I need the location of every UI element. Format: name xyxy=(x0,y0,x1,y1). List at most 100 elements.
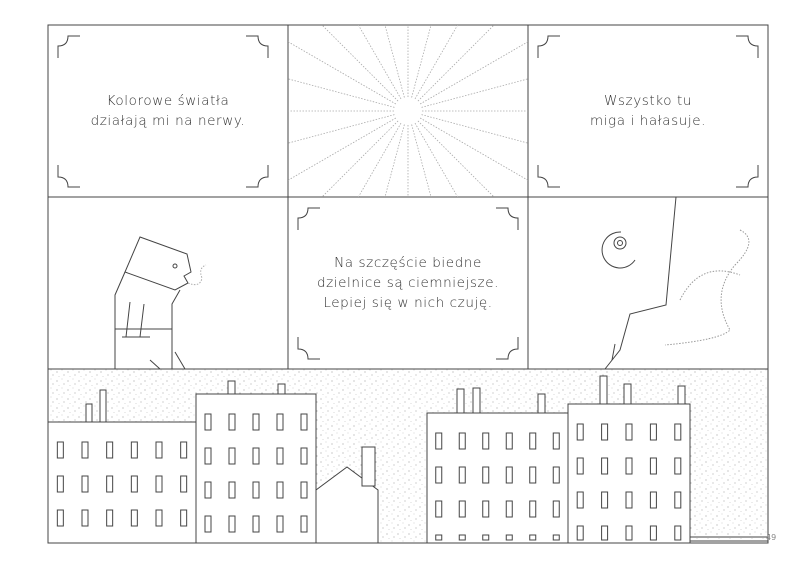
window xyxy=(228,515,236,533)
sun-ray xyxy=(321,120,399,197)
caption-line: dzielnice są ciemniejsze. xyxy=(316,275,500,291)
frame-corner-ornament xyxy=(537,35,561,59)
caption-panel-3: Wszystko tu miga i hałasuje. xyxy=(528,91,768,131)
chimney xyxy=(456,388,465,414)
sun-ray xyxy=(421,78,528,108)
window xyxy=(106,441,114,459)
window xyxy=(482,432,490,450)
window xyxy=(529,534,537,541)
frame-corner-ornament xyxy=(245,35,269,59)
window xyxy=(56,509,64,527)
sun-ray xyxy=(321,25,399,102)
caption-line: działają mi na nerwy. xyxy=(90,113,246,129)
window xyxy=(674,457,682,475)
caption-line: Lepiej się w nich czuję. xyxy=(323,295,493,311)
chimney xyxy=(277,383,286,395)
window xyxy=(552,534,560,541)
window xyxy=(252,413,260,431)
window xyxy=(300,447,308,465)
window xyxy=(435,500,443,518)
chimney xyxy=(227,380,236,395)
caption-panel-1: Kolorowe światła działają mi na nerwy. xyxy=(48,91,288,131)
window xyxy=(601,423,609,441)
window xyxy=(505,432,513,450)
sun-ray xyxy=(414,122,459,197)
window xyxy=(276,481,284,499)
frame-corner-ornament xyxy=(537,164,561,188)
window xyxy=(155,475,163,493)
window xyxy=(482,500,490,518)
caption-line: Wszystko tu xyxy=(603,93,693,109)
chimney xyxy=(361,446,376,487)
window xyxy=(649,423,657,441)
page-number: 49 xyxy=(766,533,777,542)
building xyxy=(426,412,569,544)
frame-corner-ornament xyxy=(735,164,759,188)
window xyxy=(552,466,560,484)
sun-ray xyxy=(411,25,432,98)
sun-ray xyxy=(419,117,528,181)
window xyxy=(505,534,513,541)
chimney xyxy=(599,375,608,405)
window xyxy=(252,481,260,499)
sun-ray xyxy=(417,120,495,197)
frame-corner-ornament xyxy=(297,336,321,360)
frame-corner-ornament xyxy=(495,336,519,360)
window xyxy=(458,534,466,541)
sun-ray xyxy=(421,114,528,144)
window xyxy=(435,534,443,541)
window xyxy=(130,475,138,493)
window xyxy=(529,432,537,450)
sun-ray xyxy=(384,25,405,98)
face-profile xyxy=(601,196,750,370)
sun-ray xyxy=(288,117,397,181)
sun-ray xyxy=(384,124,405,197)
caption-line: Kolorowe światła xyxy=(106,93,230,109)
window xyxy=(106,509,114,527)
window xyxy=(601,491,609,509)
chimney xyxy=(85,403,93,423)
window xyxy=(674,423,682,441)
window xyxy=(505,500,513,518)
window xyxy=(458,466,466,484)
caption-panel-5: Na szczęście biedne dzielnice są ciemnie… xyxy=(288,253,528,313)
window xyxy=(601,525,609,541)
window xyxy=(180,441,188,459)
window xyxy=(552,500,560,518)
window xyxy=(576,423,584,441)
street-lines xyxy=(690,536,768,542)
window xyxy=(180,475,188,493)
window xyxy=(576,525,584,541)
window xyxy=(228,481,236,499)
window xyxy=(529,466,537,484)
window xyxy=(576,457,584,475)
window xyxy=(576,491,584,509)
city-buildings xyxy=(47,375,768,544)
window xyxy=(180,509,188,527)
window xyxy=(155,509,163,527)
window xyxy=(81,509,89,527)
sun-ray xyxy=(357,25,402,100)
window xyxy=(276,515,284,533)
sun-ray xyxy=(288,78,395,108)
window xyxy=(130,509,138,527)
sun-ray xyxy=(288,114,395,144)
window xyxy=(81,475,89,493)
window xyxy=(56,441,64,459)
window xyxy=(552,432,560,450)
window xyxy=(625,491,633,509)
window xyxy=(276,413,284,431)
window xyxy=(228,447,236,465)
chimney xyxy=(537,393,546,414)
window xyxy=(300,413,308,431)
window xyxy=(300,481,308,499)
frame-corner-ornament xyxy=(297,207,321,231)
frame-corner-ornament xyxy=(57,35,81,59)
window xyxy=(601,457,609,475)
window xyxy=(81,441,89,459)
window xyxy=(435,466,443,484)
window xyxy=(300,515,308,533)
window xyxy=(204,413,212,431)
chimney xyxy=(677,385,686,405)
